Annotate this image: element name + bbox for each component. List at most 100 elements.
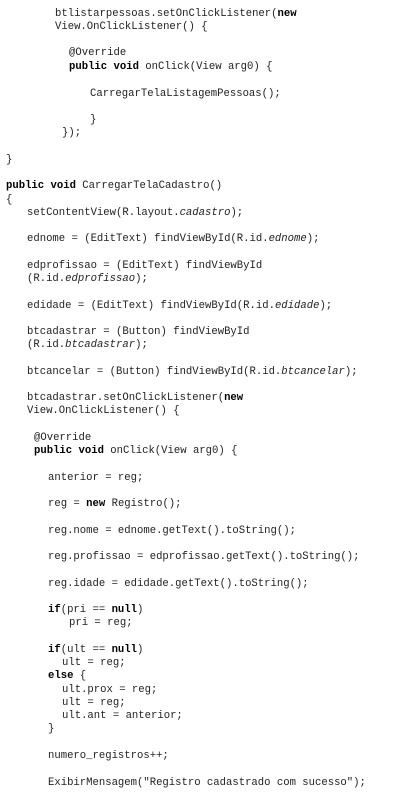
code-text: reg = — [48, 498, 87, 510]
code-line: anterior = reg; — [48, 472, 143, 484]
code-text: (R.id. — [27, 273, 66, 285]
code-text: { — [6, 194, 13, 206]
code-text: setContentView(R.layout. — [27, 207, 180, 219]
code-text: reg.nome = ednome.getText().toString(); — [48, 525, 296, 537]
code-line: pri = reg; — [69, 617, 133, 629]
code-text: numero_registros++; — [48, 750, 169, 762]
code-text: ednome = (EditText) findViewById(R.id. — [27, 233, 269, 245]
code-text: } — [48, 723, 55, 735]
code-line: edprofissao = (EditText) findViewById — [27, 260, 262, 272]
code-keyword: public void — [34, 445, 104, 457]
code-line: ult.prox = reg; — [62, 684, 157, 696]
code-line: ednome = (EditText) findViewById(R.id.ed… — [27, 233, 319, 245]
code-line: View.OnClickListener() { — [55, 21, 208, 33]
code-line: @Override — [34, 432, 91, 444]
code-identifier: ednome — [268, 233, 307, 245]
code-line: ult = reg; — [62, 657, 126, 669]
code-line: reg.idade = edidade.getText().toString()… — [48, 578, 309, 590]
code-text: View.OnClickListener() { — [27, 405, 180, 417]
code-line: else { — [48, 670, 86, 682]
code-line: ExibirMensagem("Registro cadastrado com … — [48, 777, 366, 789]
code-text: ult = reg; — [62, 697, 126, 709]
code-text: (ult == — [60, 644, 112, 656]
code-text: Registro(); — [105, 498, 182, 510]
code-text: ) — [137, 644, 144, 656]
code-keyword: new — [224, 392, 244, 404]
code-keyword: public void — [6, 180, 76, 192]
code-text: btlistarpessoas.setOnClickListener( — [55, 8, 278, 20]
code-text: ); — [135, 273, 148, 285]
code-text: pri = reg; — [69, 617, 133, 629]
code-text: { — [73, 670, 87, 682]
code-line: ult = reg; — [62, 697, 126, 709]
code-text: btcadastrar = (Button) findViewById — [27, 326, 250, 338]
code-text: edidade = (EditText) findViewById(R.id. — [27, 300, 275, 312]
code-line: public void onClick(View arg0) { — [34, 445, 237, 457]
code-line: btcadastrar = (Button) findViewById — [27, 326, 250, 338]
code-text: ult.prox = reg; — [62, 684, 158, 696]
code-line: (R.id.edprofissao); — [27, 273, 148, 285]
code-text: }); — [62, 127, 82, 139]
code-keyword: null — [111, 644, 138, 656]
code-text: ult.ant = anterior; — [62, 710, 183, 722]
code-line: public void onClick(View arg0) { — [69, 61, 272, 73]
code-text: onClick(View arg0) { — [138, 61, 273, 73]
code-line: CarregarTelaListagemPessoas(); — [90, 88, 281, 100]
code-line: ult.ant = anterior; — [62, 710, 183, 722]
code-keyword: else — [48, 670, 74, 682]
code-text: ) — [137, 604, 144, 616]
code-text: ExibirMensagem("Registro cadastrado com … — [48, 777, 366, 789]
code-text: (R.id. — [27, 339, 66, 351]
code-line: @Override — [69, 47, 126, 59]
code-line: if(pri == null) — [48, 604, 143, 616]
code-line: (R.id.btcadastrar); — [27, 339, 148, 351]
code-line: reg.profissao = edprofissao.getText().to… — [48, 551, 360, 563]
code-text: } — [6, 154, 13, 166]
code-keyword: if — [48, 604, 61, 616]
code-text: ); — [135, 339, 148, 351]
code-line: edidade = (EditText) findViewById(R.id.e… — [27, 300, 332, 312]
code-line: btcancelar = (Button) findViewById(R.id.… — [27, 366, 358, 378]
code-text: anterior = reg; — [48, 472, 144, 484]
code-text: ); — [306, 233, 320, 245]
code-identifier: edidade — [274, 300, 320, 312]
code-keyword: public void — [69, 61, 139, 73]
code-identifier: cadastro — [179, 207, 231, 219]
code-text: ); — [230, 207, 244, 219]
code-keyword: new — [86, 498, 106, 510]
code-line: btlistarpessoas.setOnClickListener(new — [55, 8, 297, 20]
code-text: ); — [319, 300, 333, 312]
code-keyword: if — [48, 644, 61, 656]
code-line: setContentView(R.layout.cadastro); — [27, 207, 243, 219]
code-identifier: btcancelar — [281, 366, 345, 378]
code-line: } — [48, 723, 54, 735]
code-text: ult = reg; — [62, 657, 126, 669]
code-line: } — [6, 154, 12, 166]
code-text: edprofissao = (EditText) findViewById — [27, 260, 263, 272]
code-line: }); — [62, 127, 81, 139]
code-line: btcadastrar.setOnClickListener(new — [27, 392, 243, 404]
code-line: View.OnClickListener() { — [27, 405, 180, 417]
code-text: View.OnClickListener() { — [55, 21, 208, 33]
code-line: { — [6, 194, 12, 206]
code-line: } — [90, 114, 96, 126]
code-text: onClick(View arg0) { — [103, 445, 238, 457]
code-text: btcadastrar.setOnClickListener( — [27, 392, 225, 404]
code-line: reg.nome = ednome.getText().toString(); — [48, 525, 296, 537]
code-line: if(ult == null) — [48, 644, 143, 656]
code-text: btcancelar = (Button) findViewById(R.id. — [27, 366, 282, 378]
code-text: reg.idade = edidade.getText().toString()… — [48, 578, 309, 590]
code-text: (pri == — [60, 604, 112, 616]
code-text: @Override — [34, 432, 92, 444]
code-line: public void CarregarTelaCadastro() — [6, 180, 222, 192]
code-text: CarregarTelaCadastro() — [75, 180, 223, 192]
code-keyword: new — [277, 8, 297, 20]
code-keyword: null — [111, 604, 138, 616]
code-identifier: edprofissao — [65, 273, 136, 285]
code-text: CarregarTelaListagemPessoas(); — [90, 88, 281, 100]
code-line: numero_registros++; — [48, 750, 169, 762]
code-text: @Override — [69, 47, 127, 59]
code-text: ); — [344, 366, 358, 378]
code-line: reg = new Registro(); — [48, 498, 182, 510]
